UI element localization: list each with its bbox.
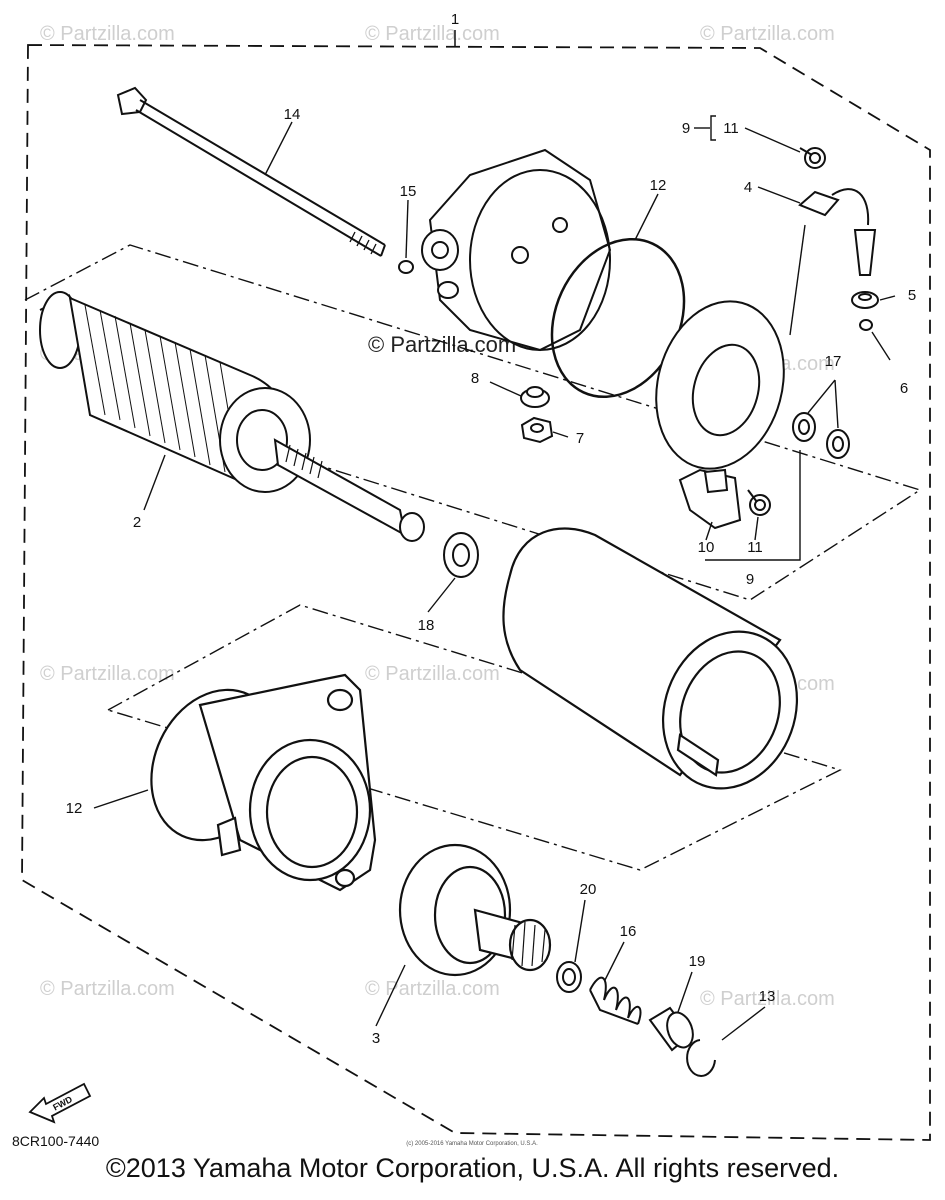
watermark: © Partzilla.com — [700, 23, 835, 45]
callout-13: 13 — [759, 988, 776, 1005]
callout-8: 8 — [471, 370, 479, 387]
callout-16: 16 — [620, 923, 637, 940]
watermark: © Partzilla.com — [365, 23, 500, 45]
fwd-arrow-icon: FWD — [28, 1082, 92, 1124]
callout-19: 19 — [689, 953, 706, 970]
brush-spring-11-top — [799, 147, 826, 169]
callout-2: 2 — [133, 514, 141, 531]
armature — [39, 291, 425, 542]
callout-9-top: 9 — [682, 120, 690, 137]
callout-15: 15 — [400, 183, 417, 200]
callout-11-top: 11 — [723, 120, 739, 137]
callout-9-bottom: 9 — [746, 571, 754, 588]
brush-holder-10 — [678, 468, 742, 530]
brush-spring-11-bottom — [747, 489, 771, 516]
nut-7 — [520, 416, 554, 444]
yoke-housing — [502, 527, 799, 790]
diagram-code: 8CR100-7440 — [12, 1133, 99, 1149]
through-bolt — [116, 86, 386, 257]
callout-10: 10 — [698, 539, 715, 556]
spring-16 — [589, 976, 642, 1025]
circlip-13 — [686, 1039, 716, 1077]
brush-plate — [655, 300, 785, 470]
callout-3: 3 — [372, 1030, 380, 1047]
assembly-boundary — [21, 44, 931, 1141]
callout-12-lower: 12 — [66, 800, 83, 817]
callout-12-upper: 12 — [650, 177, 667, 194]
leader-lines — [93, 115, 896, 1041]
nut-5 — [851, 291, 879, 309]
nut-8 — [520, 386, 550, 408]
parts-diagram: © Partzilla.com © Partzilla.com © Partzi… — [12, 11, 931, 1149]
watermark: © Partzilla.com — [700, 988, 835, 1010]
callout-17: 17 — [825, 353, 842, 370]
fine-print: (c) 2005-2016 Yamaha Motor Corporation, … — [406, 1141, 538, 1147]
washers-17 — [792, 412, 850, 459]
washer-18 — [443, 532, 479, 578]
watermark: © Partzilla.com — [365, 663, 500, 685]
callout-20: 20 — [580, 881, 597, 898]
callout-18: 18 — [418, 617, 435, 634]
callouts: 1 14 15 12 9 11 4 5 6 17 8 7 2 18 10 11 … — [66, 11, 917, 1047]
callout-14: 14 — [284, 106, 301, 123]
pinion-clutch-3 — [398, 843, 552, 977]
watermark: © Partzilla.com — [40, 978, 175, 1000]
washer-20 — [556, 961, 582, 993]
lower-plane — [106, 604, 842, 871]
callout-4: 4 — [744, 179, 752, 196]
watermark: © Partzilla.com — [40, 23, 175, 45]
callout-5: 5 — [908, 287, 916, 304]
collar-19 — [648, 1006, 694, 1052]
watermark: © Partzilla.com — [40, 663, 175, 685]
o-ring-15 — [398, 260, 414, 274]
watermark: © Partzilla.com — [365, 978, 500, 1000]
callout-6: 6 — [900, 380, 908, 397]
brush-lead-4 — [798, 188, 877, 276]
o-ring-6 — [859, 319, 873, 331]
copyright-footer: ©2013 Yamaha Motor Corporation, U.S.A. A… — [105, 1153, 840, 1183]
front-cover — [150, 673, 377, 892]
callout-7: 7 — [576, 430, 584, 447]
callout-11-bottom: 11 — [747, 539, 763, 556]
callout-1: 1 — [451, 11, 459, 28]
rear-cover — [421, 148, 612, 352]
